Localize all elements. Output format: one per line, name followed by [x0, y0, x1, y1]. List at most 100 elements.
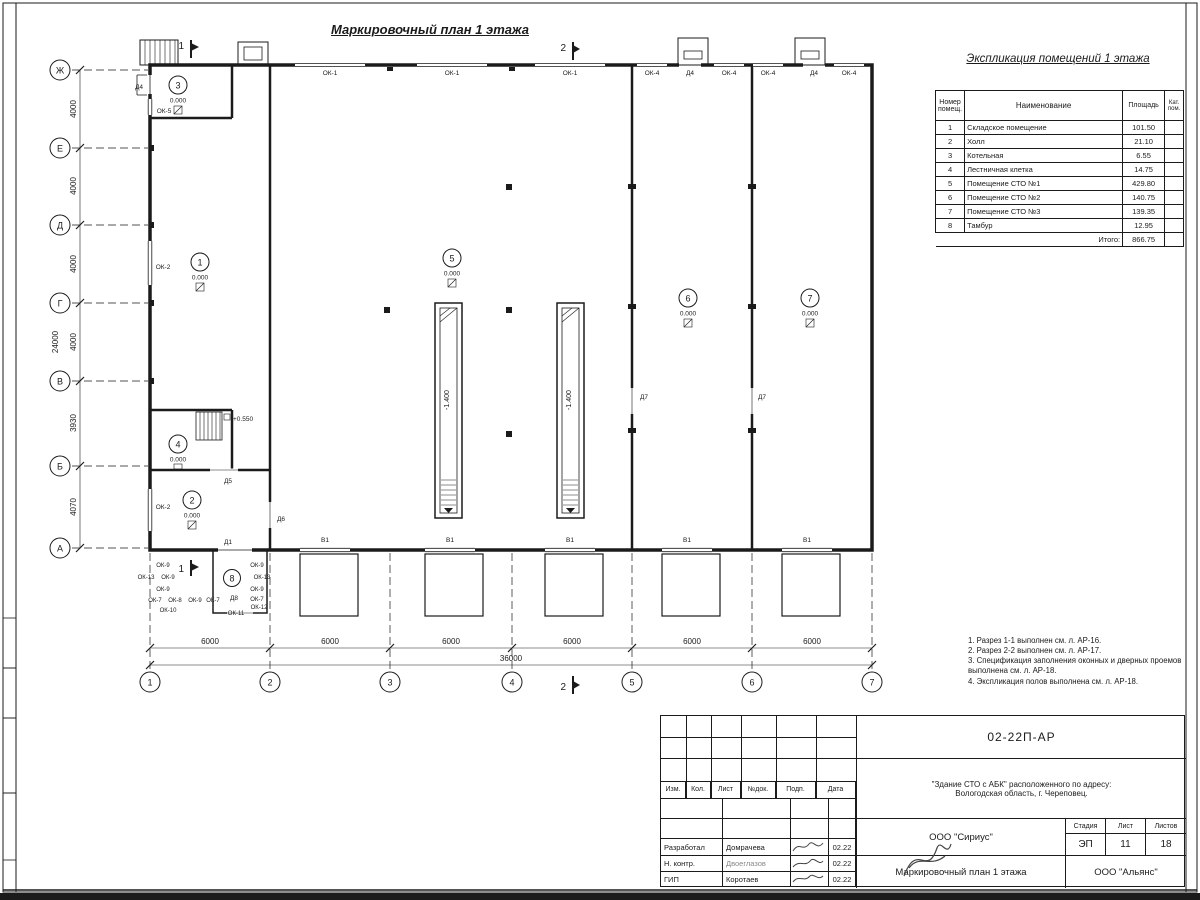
stamp-org2: ООО "Альянс": [1094, 866, 1158, 878]
svg-text:1: 1: [197, 258, 202, 268]
axis-dashed-lines: [72, 69, 873, 670]
dim-label: 6000: [683, 637, 701, 646]
door-label: Д5: [224, 478, 232, 485]
window-label: ОК-2: [156, 264, 171, 271]
stamp-object: "Здание СТО с АБК" расположенного по адр…: [856, 759, 1186, 819]
entrance-aprons: [299, 553, 841, 617]
stairwell: +0.550: [195, 411, 253, 441]
axis-row-bubbles: Ж Е Д Г В Б А: [49, 59, 71, 559]
signature: [792, 858, 824, 868]
stamp-header-kol: Кол.: [686, 781, 711, 799]
window-label: ОК-7: [148, 598, 162, 604]
window-label: ОК-9: [156, 587, 170, 593]
stamp-stage-header: Стадия: [1066, 819, 1106, 834]
axis-col-label: 7: [869, 678, 874, 688]
svg-text:8: 8: [229, 574, 234, 584]
tambour-window-labels: ОК-9 ОК-13 ОК-9 ОК-9 ОК-7 ОК-8 ОК-9 ОК-7…: [138, 563, 271, 617]
svg-text:2: 2: [189, 496, 194, 506]
expl-header-area: Площадь: [1122, 90, 1166, 121]
axis-col-bubbles: 1 2 3 4 5 6 7: [139, 671, 883, 693]
axis-row-label: Е: [57, 144, 63, 154]
stamp-doc-number: 02-22П-АР: [856, 716, 1186, 759]
window-label: ОК-1: [563, 70, 578, 77]
stamp-signature-cell: [791, 856, 829, 872]
stamp-header-izm: Изм.: [661, 781, 686, 799]
stamp-name: Домрачева: [723, 839, 791, 856]
dim-total-label: 24000: [51, 330, 60, 353]
dim-label: 6000: [201, 637, 219, 646]
stamp-header-podp: Подп.: [776, 781, 816, 799]
title-block: Изм. Кол. Лист №док. Подп. Дата Разработ…: [660, 715, 1186, 888]
expl-header-cat: Кат.пом.: [1164, 90, 1185, 121]
svg-text:0.000: 0.000: [680, 311, 697, 318]
window-label: ОК-2: [156, 504, 171, 511]
section-mark-label: 2: [560, 43, 566, 54]
room-markers: 1 0.000 2 0.000 3 0.000 4 0.000 5 0.000 …: [168, 75, 820, 587]
svg-text:0.000: 0.000: [184, 513, 201, 520]
axis-col-label: 6: [749, 678, 754, 688]
vent-shaft-2: [794, 37, 826, 66]
window-label: ОК-7: [206, 598, 220, 604]
door-label: Д1: [224, 539, 232, 546]
stamp-sheet-value: 11: [1106, 834, 1146, 856]
dim-label: 6000: [321, 637, 339, 646]
window-label: ОК-5: [157, 108, 172, 115]
stamp-sheet-header: Лист: [1106, 819, 1146, 834]
stamp-line: [661, 758, 856, 759]
section-mark-label: 2: [560, 682, 566, 693]
stamp-sheets-header: Листов: [1146, 819, 1186, 834]
stamp-drawing-title: Маркировочный план 1 этажа: [856, 856, 1066, 888]
window-label: ОК-9: [156, 563, 170, 569]
stamp-role: ГИП: [661, 872, 723, 887]
tambour: [212, 550, 268, 615]
door-label: Д7: [640, 394, 648, 401]
svg-text:6: 6: [685, 294, 690, 304]
left-dimensions: 4000 4000 4000 4000 3930 4070 24000: [51, 65, 85, 553]
signature: [792, 842, 824, 852]
svg-text:3: 3: [175, 81, 180, 91]
opening-gaps: [147, 63, 864, 553]
axis-row-label: Ж: [56, 66, 65, 76]
room-marker-8: 8: [223, 569, 241, 587]
axis-row-label: Г: [58, 299, 63, 309]
dim-label: 4000: [69, 333, 78, 351]
stamp-line: [661, 737, 856, 738]
section-marks: 1 1 2 2: [178, 40, 580, 694]
room-marker-4: 4 0.000: [168, 434, 188, 470]
stamp-line: [741, 716, 742, 799]
window-label: ОК-4: [645, 70, 660, 77]
gate-label: В1: [446, 537, 454, 544]
door-label: Д6: [277, 516, 285, 523]
expl-total-label: Итого:: [935, 232, 1124, 247]
stamp-line: [776, 716, 777, 799]
dim-label: 4000: [69, 177, 78, 195]
window-label: ОК-9: [161, 575, 175, 581]
note-line: 1. Разрез 1-1 выполнен см. л. АР-16.: [968, 636, 1102, 645]
svg-text:0.000: 0.000: [170, 457, 187, 464]
window-label: ОК-4: [722, 70, 737, 77]
dim-label: 4000: [69, 100, 78, 118]
columns: [150, 67, 756, 437]
section-mark-label: 1: [178, 564, 184, 575]
interior-walls: [150, 65, 754, 550]
room-marker-6: 6 0.000: [678, 288, 698, 328]
window-label: ОК-7: [250, 597, 264, 603]
gate-label: В1: [321, 537, 329, 544]
svg-text:0.000: 0.000: [802, 311, 819, 318]
scan-edge: [0, 893, 1200, 900]
svg-text:5: 5: [449, 254, 454, 264]
door-label: Д4: [810, 70, 818, 77]
dim-label: 6000: [442, 637, 460, 646]
door-label: Д7: [758, 394, 766, 401]
stamp-name: Двоеглазов: [723, 856, 791, 872]
stamp-empty-cell: [791, 799, 829, 819]
stamp-line: [661, 781, 856, 782]
note-line: 2. Разрез 2-2 выполнен см. л. АР-17.: [968, 646, 1102, 656]
signature: [792, 874, 824, 883]
